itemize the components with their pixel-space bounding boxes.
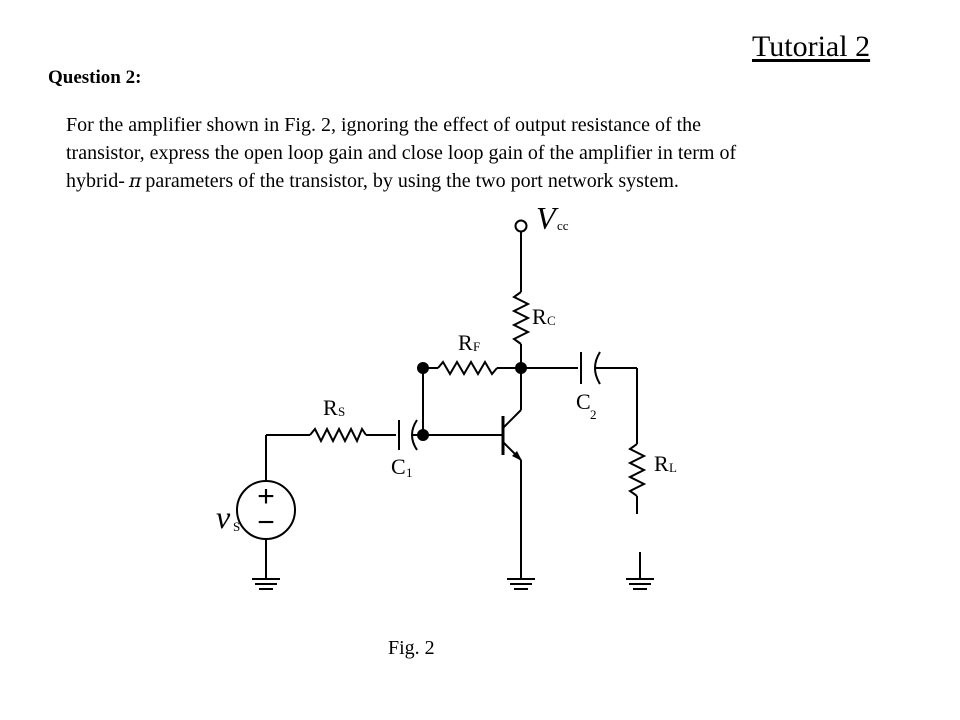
question-text: For the amplifier shown in Fig. 2, ignor… bbox=[66, 111, 896, 195]
ground-emitter-icon bbox=[507, 578, 535, 590]
rc-subscript: C bbox=[547, 313, 556, 328]
c1-subscript: 1 bbox=[406, 465, 413, 480]
transistor-collector-lead bbox=[502, 409, 522, 429]
c1-plate-right bbox=[411, 419, 418, 451]
source-minus-sign: − bbox=[257, 506, 275, 539]
rl-label: R bbox=[654, 451, 669, 476]
ground-load-icon bbox=[626, 578, 654, 590]
rl-resistor bbox=[627, 443, 647, 497]
feedback-node bbox=[417, 362, 429, 374]
vcc-label: V bbox=[536, 200, 559, 236]
base-node bbox=[417, 429, 429, 441]
question-line-3-prefix: hybrid- bbox=[66, 170, 125, 192]
source-plus-sign: + bbox=[257, 480, 275, 513]
question-line-3-suffix: parameters of the transistor, by using t… bbox=[145, 170, 679, 192]
rf-subscript: F bbox=[473, 339, 480, 354]
collector-node bbox=[515, 362, 527, 374]
vcc-subscript: cc bbox=[557, 218, 569, 233]
figure-caption: Fig. 2 bbox=[388, 637, 435, 659]
ground-source-icon bbox=[252, 578, 280, 590]
vs-subscript: S bbox=[233, 519, 240, 534]
emitter-arrow-icon bbox=[512, 451, 522, 461]
question-line-2: transistor, express the open loop gain a… bbox=[66, 142, 737, 164]
question-label: Question 2: bbox=[48, 67, 142, 88]
c1-label: C bbox=[391, 454, 406, 479]
c2-label: C bbox=[576, 389, 591, 414]
rs-resistor bbox=[309, 426, 367, 444]
vs-label: v bbox=[216, 499, 231, 535]
pi-symbol: π bbox=[128, 170, 142, 192]
c2-plate-right bbox=[594, 351, 601, 385]
rl-subscript: L bbox=[669, 460, 677, 475]
slide-title: Tutorial 2 bbox=[752, 30, 871, 63]
rs-subscript: S bbox=[338, 404, 345, 419]
question-line-1: For the amplifier shown in Fig. 2, ignor… bbox=[66, 114, 702, 136]
rf-label: R bbox=[458, 330, 473, 355]
vcc-terminal bbox=[514, 219, 528, 233]
c2-subscript: 2 bbox=[590, 407, 597, 422]
rc-label: R bbox=[532, 304, 547, 329]
rc-resistor bbox=[511, 291, 531, 345]
rf-resistor bbox=[437, 360, 498, 376]
rs-label: R bbox=[323, 395, 338, 420]
